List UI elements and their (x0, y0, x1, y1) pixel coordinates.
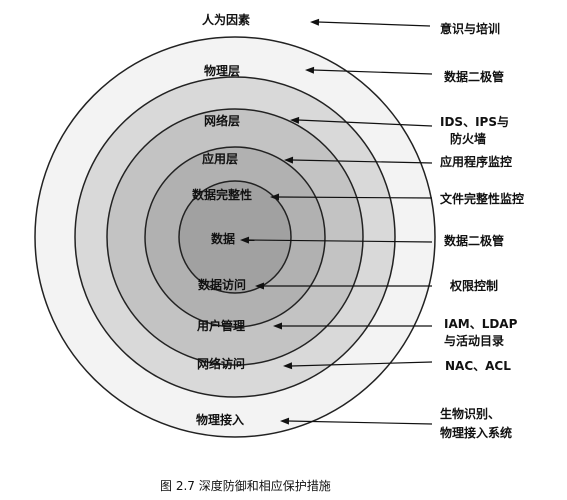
arrowhead (284, 156, 294, 164)
arrowhead (280, 417, 290, 425)
side-label-access-control: 权限控制 (449, 278, 498, 293)
side-label-data-diode-1: 数据二极管 (444, 69, 504, 84)
arrowhead (310, 18, 320, 26)
label-application-layer: 应用层 (202, 151, 238, 166)
arrow-application-layer (284, 156, 433, 164)
label-data-access: 数据访问 (198, 277, 246, 292)
arrow-physical-layer (305, 66, 433, 75)
label-data: 数据 (211, 231, 235, 246)
side-label-data-diode-2: 数据二极管 (444, 233, 504, 248)
label-data-integrity: 数据完整性 (192, 187, 252, 202)
ring-data (178, 180, 292, 294)
figure-caption: 图 2.7 深度防御和相应保护措施 (160, 478, 331, 493)
label-physical-access: 物理接入 (196, 412, 244, 427)
arrowhead (305, 66, 315, 74)
arrowhead (273, 322, 282, 330)
side-label-app-monitoring: 应用程序监控 (440, 154, 512, 169)
arrow-data-access (255, 282, 432, 290)
side-label-awareness: 意识与培训 (440, 21, 500, 36)
side-label-physical-access-systems: 物理接入系统 (440, 425, 512, 440)
label-network-access: 网络访问 (197, 356, 245, 371)
arrow-network-layer (290, 116, 433, 127)
side-label-biometrics: 生物识别、 (440, 406, 500, 421)
arrow-group (240, 18, 433, 425)
arrow-data-integrity (270, 193, 433, 201)
arrow-physical-access (280, 417, 433, 425)
arrow-data (240, 236, 433, 244)
arrow-human-factors (310, 18, 431, 27)
arrow-user-management (273, 322, 432, 330)
side-label-fim: 文件完整性监控 (440, 191, 524, 206)
arrowhead (283, 362, 293, 370)
side-label-iam-ldap: IAM、LDAP (444, 317, 518, 331)
arrowhead (290, 116, 300, 124)
arrow-network-access (283, 361, 433, 370)
arrowhead (240, 236, 250, 244)
label-human-factors: 人为因素 (202, 12, 250, 27)
label-user-management: 用户管理 (196, 318, 245, 333)
arrowhead (270, 193, 280, 201)
arrowhead (255, 282, 264, 290)
side-label-nac-acl: NAC、ACL (445, 359, 511, 373)
side-label-firewall: 防火墙 (450, 131, 486, 146)
label-network-layer: 网络层 (204, 113, 240, 128)
side-label-active-directory: 与活动目录 (444, 333, 504, 348)
side-label-ids-ips: IDS、IPS与 (440, 115, 509, 129)
label-physical-layer: 物理层 (204, 63, 240, 78)
